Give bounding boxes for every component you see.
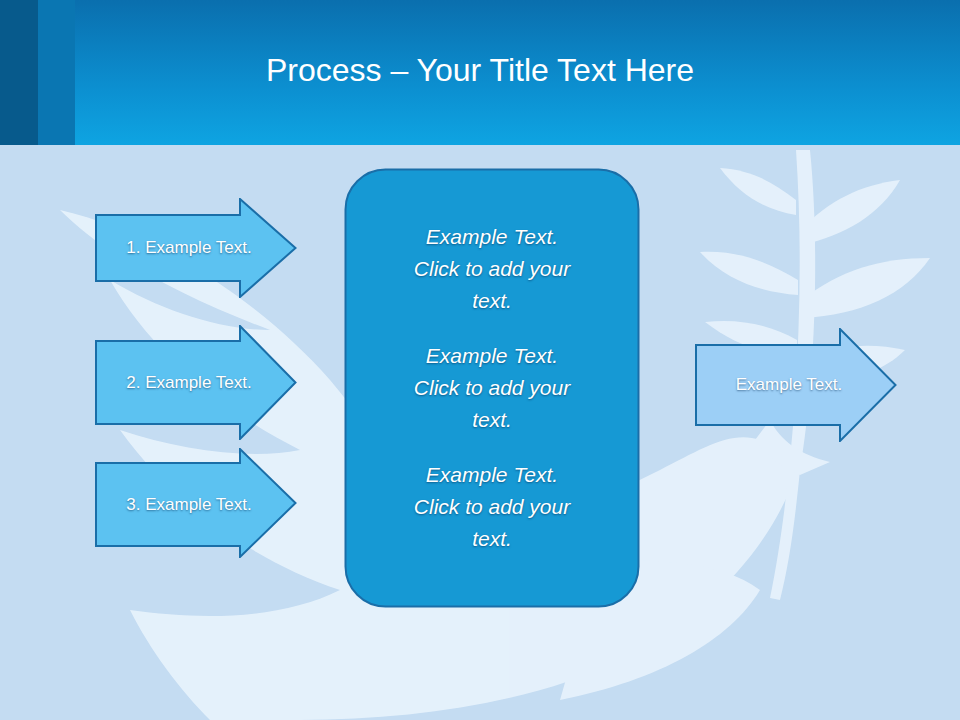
arrow-shape: Example Text. (695, 328, 897, 442)
arrow-label: Example Text. (736, 375, 842, 395)
header-strip (0, 0, 38, 145)
process-box: Example Text. Click to add your text. Exa… (344, 168, 640, 608)
box-text: Example Text. Click to add your text. (407, 459, 577, 555)
slide-title: Process – Your Title Text Here (0, 52, 960, 89)
arrow-label: 1. Example Text. (126, 238, 251, 258)
arrow-shape: 3. Example Text. (95, 448, 297, 558)
box-text: Example Text. Click to add your text. (407, 221, 577, 317)
arrow-label: 2. Example Text. (126, 373, 251, 393)
header-strip (38, 0, 75, 145)
box-text: Example Text. Click to add your text. (407, 340, 577, 436)
arrow-shape: 2. Example Text. (95, 325, 297, 440)
arrow-label: 3. Example Text. (126, 495, 251, 515)
arrow-shape: 1. Example Text. (95, 198, 297, 298)
